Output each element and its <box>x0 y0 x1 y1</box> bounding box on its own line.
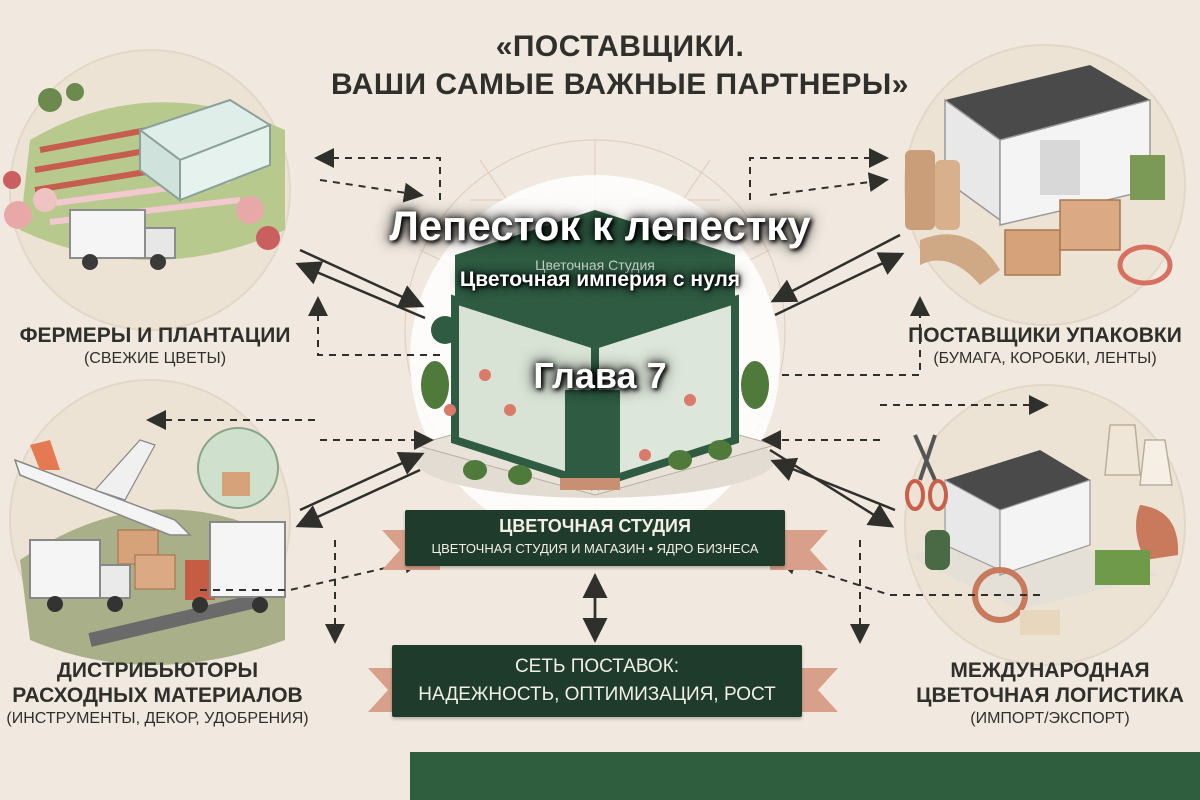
packaging-subtitle: (БУМАГА, КОРОБКИ, ЛЕНТЫ) <box>933 350 1157 367</box>
logistics-label: МЕЖДУНАРОДНАЯ ЦВЕТОЧНАЯ ЛОГИСТИКА (ИМПОР… <box>900 658 1200 730</box>
bottom-banner-line-1: СЕТЬ ПОСТАВОК: <box>514 656 680 677</box>
logistics-title-line-1: МЕЖДУНАРОДНАЯ <box>950 659 1150 682</box>
bottom-green-strip <box>410 752 1200 800</box>
bottom-banner-line-2: НАДЕЖНОСТЬ, ОПТИМИЗАЦИЯ, РОСТ <box>418 684 776 705</box>
farmers-title: ФЕРМЕРЫ И ПЛАНТАЦИИ <box>19 324 291 347</box>
store-sign-text: Цветочная Студия <box>535 257 655 273</box>
distributors-subtitle: (ИНСТРУМЕНТЫ, ДЕКОР, УДОБРЕНИЯ) <box>6 710 309 727</box>
book-title: Лепесток к лепестку <box>389 202 811 249</box>
farmers-label: ФЕРМЕРЫ И ПЛАНТАЦИИ (СВЕЖИЕ ЦВЕТЫ) <box>5 323 305 370</box>
center-banner-subtitle: ЦВЕТОЧНАЯ СТУДИЯ И МАГАЗИН • ЯДРО БИЗНЕС… <box>431 541 759 556</box>
logistics-title-line-2: ЦВЕТОЧНАЯ ЛОГИСТИКА <box>916 684 1184 707</box>
page-title: «ПОСТАВЩИКИ. ВАШИ САМЫЕ ВАЖНЫЕ ПАРТНЕРЫ» <box>240 28 1000 104</box>
packaging-illustration <box>904 44 1186 326</box>
chapter-label: Глава 7 <box>533 355 667 396</box>
book-subtitle: Цветочная империя с нуля <box>459 268 741 291</box>
center-banner-title: ЦВЕТОЧНАЯ СТУДИЯ <box>499 516 691 536</box>
packaging-label: ПОСТАВЩИКИ УПАКОВКИ (БУМАГА, КОРОБКИ, ЛЕ… <box>895 323 1195 370</box>
solid-arrows <box>295 233 905 643</box>
distributors-label: ДИСТРИБЬЮТОРЫ РАСХОДНЫХ МАТЕРИАЛОВ (ИНСТ… <box>0 658 315 730</box>
farm-illustration <box>3 49 291 331</box>
title-line-2: ВАШИ САМЫЕ ВАЖНЫЕ ПАРТНЕРЫ» <box>331 68 909 101</box>
farmers-subtitle: (СВЕЖИЕ ЦВЕТЫ) <box>83 350 227 367</box>
packaging-title: ПОСТАВЩИКИ УПАКОВКИ <box>908 324 1182 347</box>
dashed-arrows <box>146 148 1049 644</box>
distributors-illustration <box>9 379 291 665</box>
title-line-1: «ПОСТАВЩИКИ. <box>495 30 745 63</box>
bottom-banner: СЕТЬ ПОСТАВОК: НАДЕЖНОСТЬ, ОПТИМИЗАЦИЯ, … <box>392 645 802 717</box>
flower-store-illustration <box>413 210 777 498</box>
center-banner: ЦВЕТОЧНАЯ СТУДИЯ ЦВЕТОЧНАЯ СТУДИЯ И МАГА… <box>405 510 785 566</box>
logistics-illustration <box>904 384 1186 666</box>
distributors-title-line-1: ДИСТРИБЬЮТОРЫ <box>56 659 259 682</box>
distributors-title-line-2: РАСХОДНЫХ МАТЕРИАЛОВ <box>12 684 303 707</box>
logistics-subtitle: (ИМПОРТ/ЭКСПОРТ) <box>970 710 1130 727</box>
